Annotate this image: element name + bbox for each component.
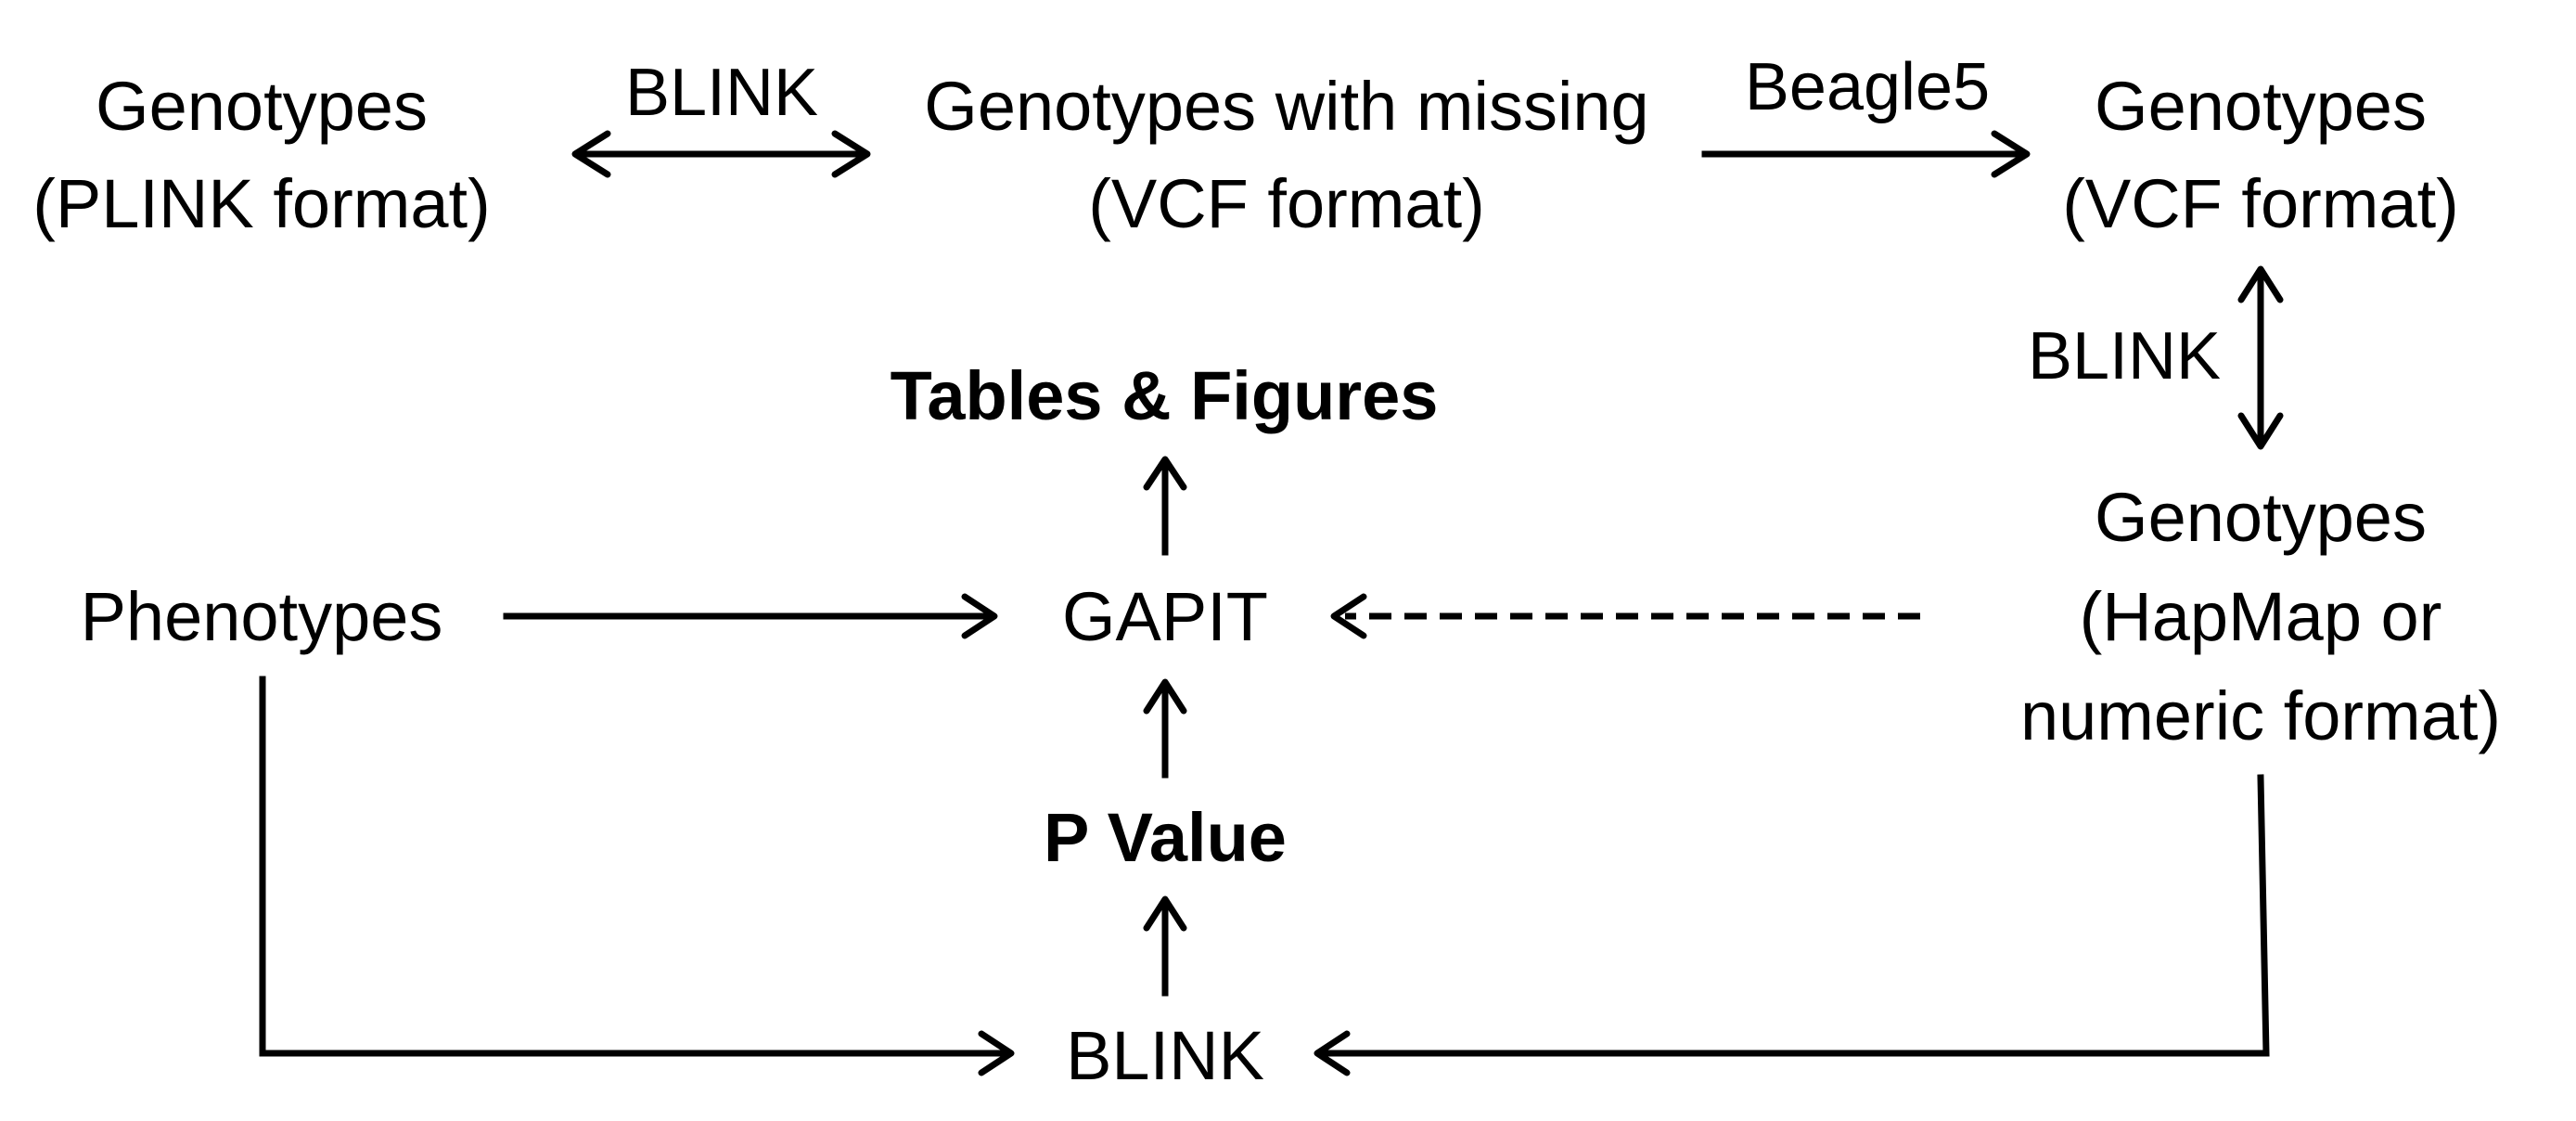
node-genotypes-missing-vcf-line1: Genotypes with missing: [924, 68, 1648, 145]
node-genotypes-vcf-line1: Genotypes: [2095, 68, 2427, 145]
edge-missing-to-vcf: Beagle5: [1701, 50, 2031, 178]
node-gapit: GAPIT: [1062, 578, 1268, 655]
node-phenotypes: Phenotypes: [81, 578, 443, 655]
node-blink-bottom: BLINK: [1066, 1017, 1264, 1094]
node-genotypes-hapmap-line2: (HapMap or: [2080, 578, 2442, 655]
node-genotypes-vcf-line2: (VCF format): [2062, 165, 2459, 242]
edge-hapmap-to-gapit-dashed: [1330, 593, 1920, 639]
node-genotypes-hapmap-line3: numeric format): [2020, 677, 2501, 754]
node-genotypes-plink-line1: Genotypes: [96, 68, 428, 145]
edge-phenotypes-to-gapit: [503, 593, 998, 639]
edge-label-blink-top: BLINK: [625, 56, 818, 130]
node-tables-figures: Tables & Figures: [891, 357, 1439, 434]
edge-phenotypes-to-blink: [259, 676, 1015, 1076]
node-genotypes-missing-vcf-line2: (VCF format): [1088, 165, 1485, 242]
node-genotypes-plink: Genotypes (PLINK format): [32, 68, 490, 242]
node-p-value: P Value: [1044, 799, 1287, 876]
node-genotypes-hapmap: Genotypes (HapMap or numeric format): [2020, 479, 2501, 754]
edge-label-beagle5: Beagle5: [1745, 50, 1990, 124]
edge-vcf-hapmap: BLINK: [2028, 265, 2284, 450]
edge-hapmap-to-blink: [1314, 774, 2270, 1076]
node-genotypes-vcf: Genotypes (VCF format): [2062, 68, 2459, 242]
node-genotypes-plink-line2: (PLINK format): [32, 165, 490, 242]
edge-plink-vcf-missing: BLINK: [571, 56, 871, 178]
edge-blink-to-pvalue: [1143, 896, 1187, 997]
node-genotypes-hapmap-line1: Genotypes: [2095, 479, 2427, 556]
edge-pvalue-to-gapit: [1143, 678, 1187, 779]
node-genotypes-missing-vcf: Genotypes with missing (VCF format): [924, 68, 1648, 242]
edge-label-blink-right: BLINK: [2028, 319, 2221, 393]
edge-gapit-to-tables: [1143, 456, 1187, 556]
